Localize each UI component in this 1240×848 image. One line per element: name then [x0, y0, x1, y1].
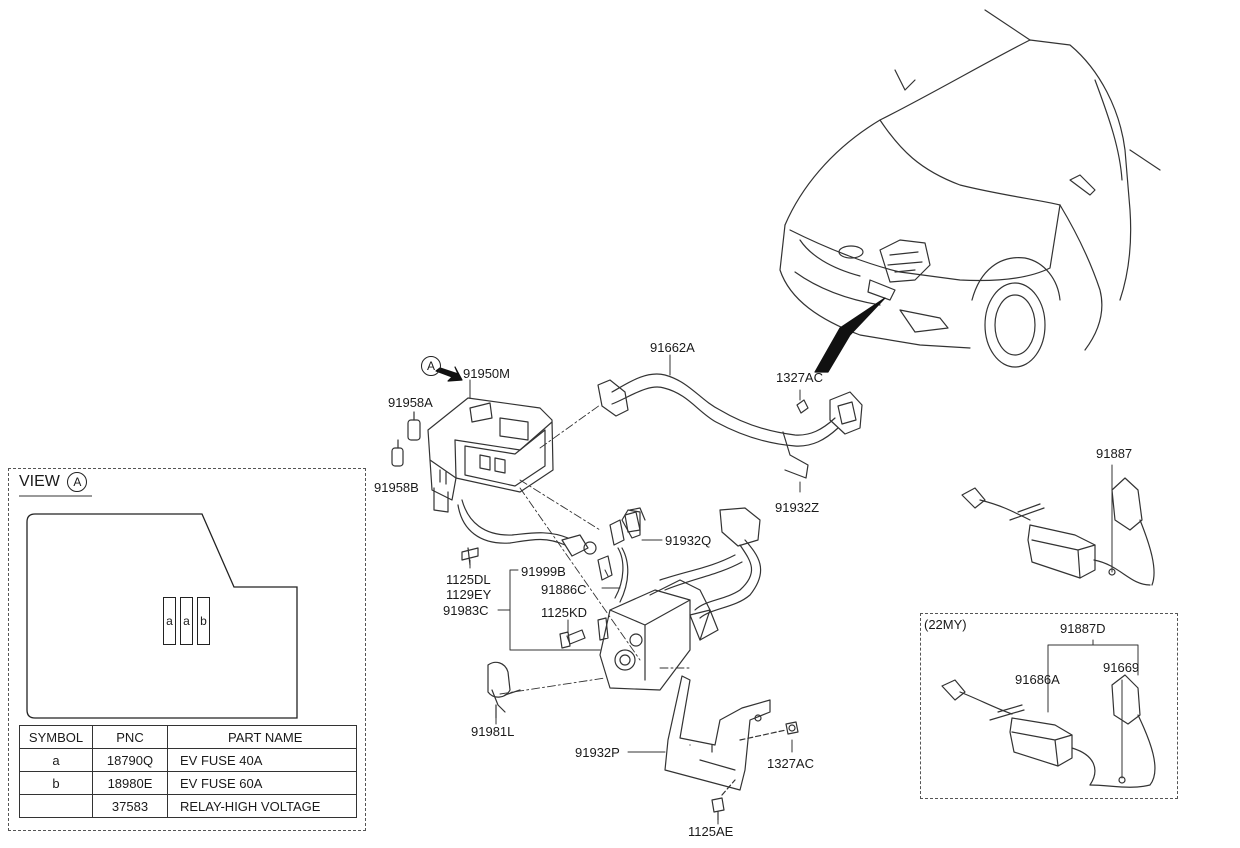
view-a-title-circle: A [67, 472, 88, 492]
header-part-name: PART NAME [167, 725, 357, 749]
cell-symbol: a [19, 748, 93, 772]
inlet-cover [487, 661, 521, 719]
view-a-title-text: VIEW [19, 473, 60, 491]
vehicle-illustration [779, 9, 1161, 368]
bracket-91932P [664, 675, 771, 791]
label-1129EY: 1129EY [446, 587, 492, 602]
view-a-circle: A [421, 356, 441, 376]
label-91999B: 91999B [521, 564, 566, 579]
header-pnc: PNC [92, 725, 168, 749]
cell-part-name: EV FUSE 60A [167, 771, 357, 795]
cell-part-name: RELAY-HIGH VOLTAGE [167, 794, 357, 818]
label-91886C: 91886C [541, 582, 587, 597]
label-91686A: 91686A [1015, 672, 1060, 687]
table-row: 37583 RELAY-HIGH VOLTAGE [19, 794, 357, 818]
cell-symbol [19, 794, 93, 818]
view-a-marker: A [418, 356, 441, 376]
label-91662A: 91662A [650, 340, 695, 355]
header-symbol: SYMBOL [19, 725, 93, 749]
label-91669: 91669 [1103, 660, 1140, 675]
label-91958A: 91958A [388, 395, 433, 410]
label-91932Q: 91932Q [665, 533, 712, 548]
label-91950M: 91950M [463, 366, 510, 381]
label-1125DL: 1125DL [446, 572, 491, 587]
label-1327AC-top: 1327AC [776, 370, 823, 385]
label-91887D: 91887D [1060, 621, 1106, 636]
fuse-slot-2: a [180, 597, 193, 645]
cell-pnc: 18980E [92, 771, 168, 795]
parts-table: SYMBOL PNC PART NAME a 18790Q EV FUSE 40… [19, 725, 357, 818]
portable-charger-91887 [961, 464, 1155, 586]
cell-pnc: 37583 [92, 794, 168, 818]
harness-91662A [597, 373, 863, 479]
fuse-slot-3: b [197, 597, 210, 645]
cell-pnc: 18790Q [92, 748, 168, 772]
label-91983C: 91983C [443, 603, 489, 618]
table-row: b 18980E EV FUSE 60A [19, 771, 357, 795]
table-row: a 18790Q EV FUSE 40A [19, 748, 357, 772]
harness-lower [457, 499, 597, 566]
label-22my: (22MY) [924, 617, 967, 632]
label-91958B: 91958B [374, 480, 419, 495]
view-a-title: VIEW A [19, 472, 88, 492]
cell-symbol: b [19, 771, 93, 795]
label-91932P: 91932P [575, 745, 620, 760]
fuse-slot-1: a [163, 597, 176, 645]
junction-box-drawing [427, 397, 554, 513]
label-91887: 91887 [1096, 446, 1133, 461]
parts-table-header-row: SYMBOL PNC PART NAME [19, 725, 357, 749]
charge-port-assembly [597, 507, 762, 691]
label-1125KD: 1125KD [541, 605, 588, 620]
portable-charger-91887D [941, 639, 1156, 788]
label-1125AE: 1125AE [688, 824, 734, 839]
callout-pointer [814, 297, 886, 373]
label-91981L: 91981L [471, 724, 515, 739]
22my-variant-panel [920, 613, 1178, 799]
label-1327AC-bottom: 1327AC [767, 756, 814, 771]
view-a-outline [19, 495, 298, 719]
cell-part-name: EV FUSE 40A [167, 748, 357, 772]
label-91932Z: 91932Z [775, 500, 820, 515]
gasket-91958A [407, 419, 421, 441]
view-a-panel [8, 468, 366, 831]
